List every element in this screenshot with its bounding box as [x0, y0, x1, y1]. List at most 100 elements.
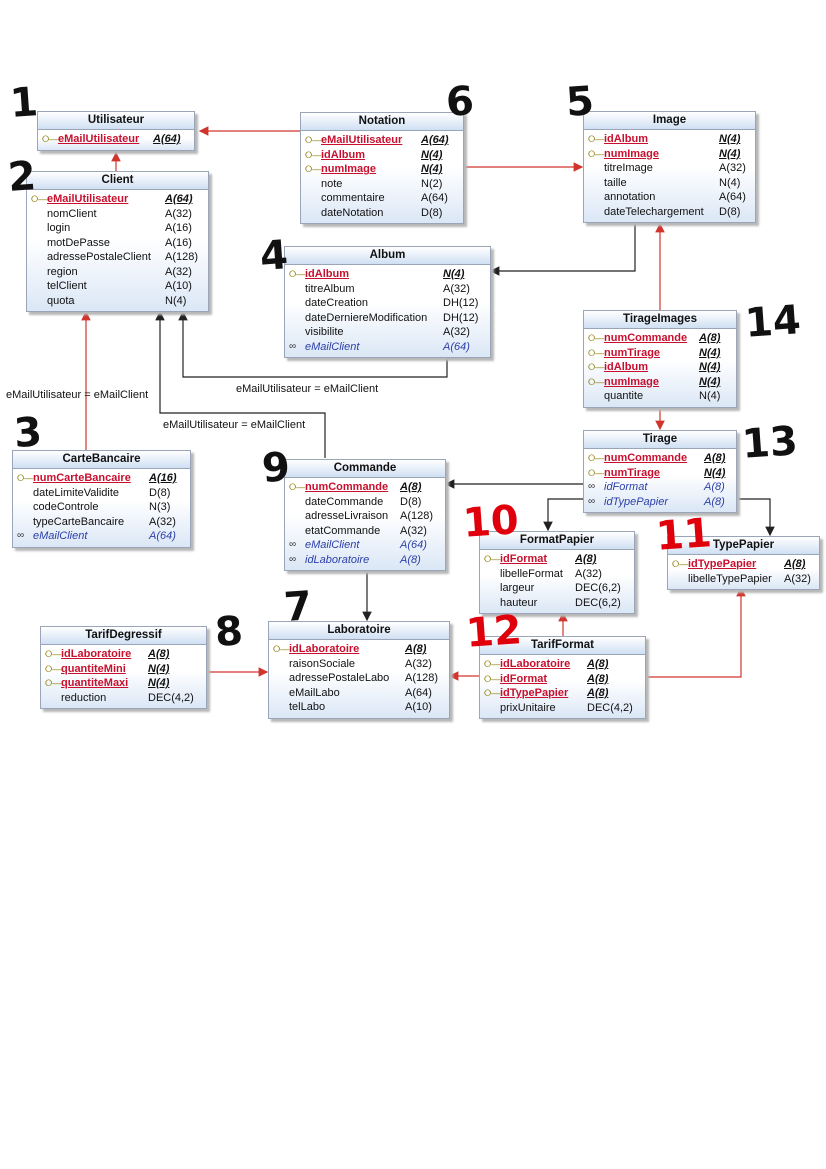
column-type: A(64): [149, 530, 176, 542]
column-type: DEC(6,2): [575, 582, 621, 594]
annotation-number: 14: [743, 297, 803, 347]
column-name: region: [47, 265, 78, 278]
column-name: idLaboratoire: [305, 553, 370, 566]
link-commande-client: [155, 310, 326, 458]
column-name: eMailLabo: [289, 686, 340, 699]
column-name: quantite: [604, 390, 644, 402]
relation-label-commande-client: eMailUtilisateur = eMailClient: [163, 419, 306, 431]
column-name: titreImage: [604, 162, 653, 174]
column-type: A(64): [719, 191, 746, 203]
column-type: DH(12): [443, 311, 479, 324]
key-icon: ⭘—: [588, 148, 605, 159]
column-type: N(4): [699, 346, 721, 359]
column-name: libelleFormat: [500, 567, 563, 580]
key-icon: ⭘—: [17, 473, 34, 483]
column-type: D(8): [400, 495, 422, 508]
column-type: N(4): [719, 147, 741, 160]
column-type: A(64): [421, 192, 448, 204]
column-name: numTirage: [604, 346, 661, 359]
